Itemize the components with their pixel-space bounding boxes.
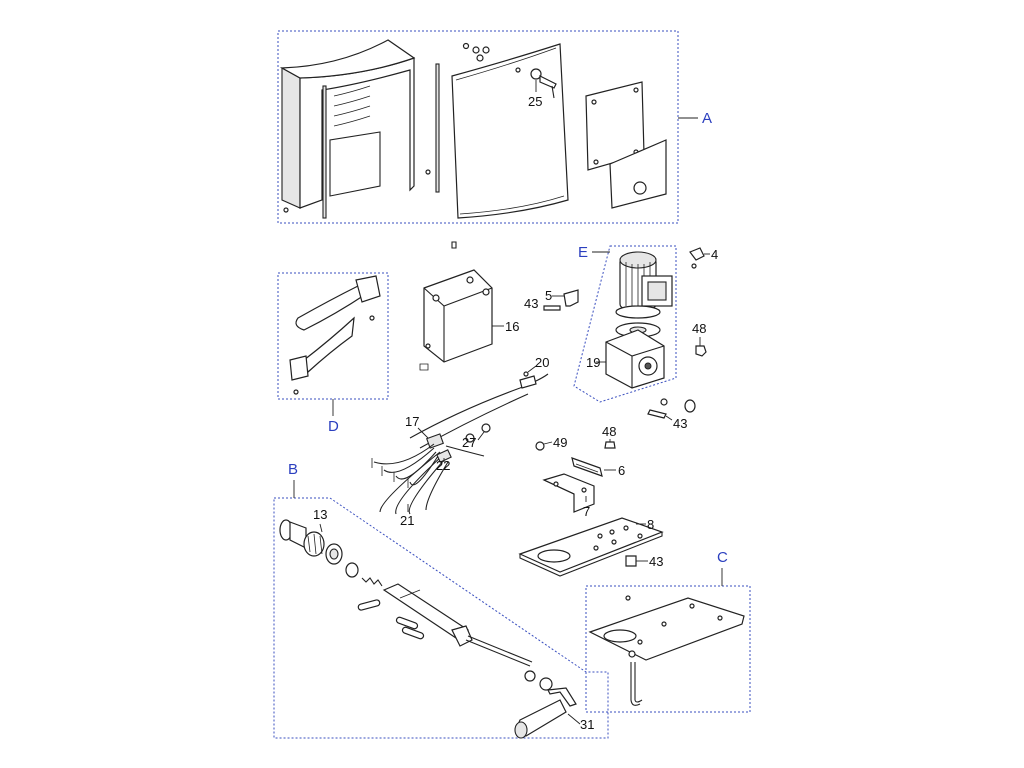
- bracket-7: [542, 473, 595, 513]
- callout-13: 13: [313, 507, 327, 522]
- junction-box: [423, 269, 493, 363]
- callout-16: 16: [505, 319, 519, 334]
- callout-48-center: 48: [602, 424, 616, 439]
- mounting-plate: [585, 81, 667, 209]
- callout-48-right: 48: [692, 321, 706, 336]
- pin-1: [357, 599, 381, 611]
- electric-motor: [619, 251, 673, 309]
- callout-22: 22: [436, 458, 450, 473]
- hex-key-handle-31: [514, 670, 577, 739]
- group-b-label: B: [288, 461, 298, 478]
- group-e-border: [573, 245, 677, 403]
- callout-49: 49: [553, 435, 567, 450]
- gear-coupler-13: [279, 519, 343, 565]
- group-d-release-lever: D: [277, 272, 389, 435]
- callout-17: 17: [405, 414, 419, 429]
- pin-2: [395, 616, 419, 630]
- group-c-foundation-plate: C: [585, 549, 751, 713]
- group-e-motor: E: [573, 244, 677, 403]
- callout-20: 20: [535, 355, 549, 370]
- bracket-6: [571, 457, 603, 477]
- callout-21: 21: [400, 513, 414, 528]
- group-a-housing: A: [277, 30, 712, 224]
- callout-25: 25: [528, 94, 542, 109]
- group-d-label: D: [328, 418, 339, 435]
- callout-6: 6: [618, 463, 625, 478]
- front-cover: [451, 43, 569, 219]
- cover-screws: [462, 42, 490, 62]
- group-d-border: [277, 272, 389, 400]
- pin-3: [401, 626, 425, 640]
- group-a-label: A: [702, 110, 712, 127]
- clip-4: [689, 247, 705, 261]
- callout-43-right: 43: [673, 416, 687, 431]
- cabinet-housing: [279, 39, 416, 209]
- washers-43: [647, 398, 696, 419]
- seal-strip-left: [322, 85, 327, 219]
- callout-43-top: 43: [524, 296, 538, 311]
- seal-strip-right: [435, 63, 440, 193]
- nut-49: [535, 441, 545, 451]
- callout-4: 4: [711, 247, 718, 262]
- group-a-border: [277, 30, 679, 224]
- circlip: [345, 562, 359, 578]
- release-shaft: [382, 583, 533, 667]
- base-plate-8: [518, 517, 664, 577]
- group-b-border: [273, 497, 609, 739]
- wiring-harness: [371, 371, 549, 515]
- gearbox-19: [605, 329, 665, 389]
- group-c-label: C: [717, 549, 728, 566]
- callout-5: 5: [545, 288, 552, 303]
- group-e-label: E: [578, 244, 588, 261]
- callout-27: 27: [462, 435, 476, 450]
- callout-8: 8: [647, 517, 654, 532]
- group-b-manual-release: B 13: [273, 461, 609, 739]
- callout-19: 19: [586, 355, 600, 370]
- spring: [361, 577, 383, 587]
- callout-7: 7: [583, 504, 590, 519]
- callout-43-bottom: 43: [649, 554, 663, 569]
- group-c-border: [585, 585, 751, 713]
- bracket-5: [563, 289, 579, 307]
- lock-key: [515, 67, 557, 99]
- callout-31: 31: [580, 717, 594, 732]
